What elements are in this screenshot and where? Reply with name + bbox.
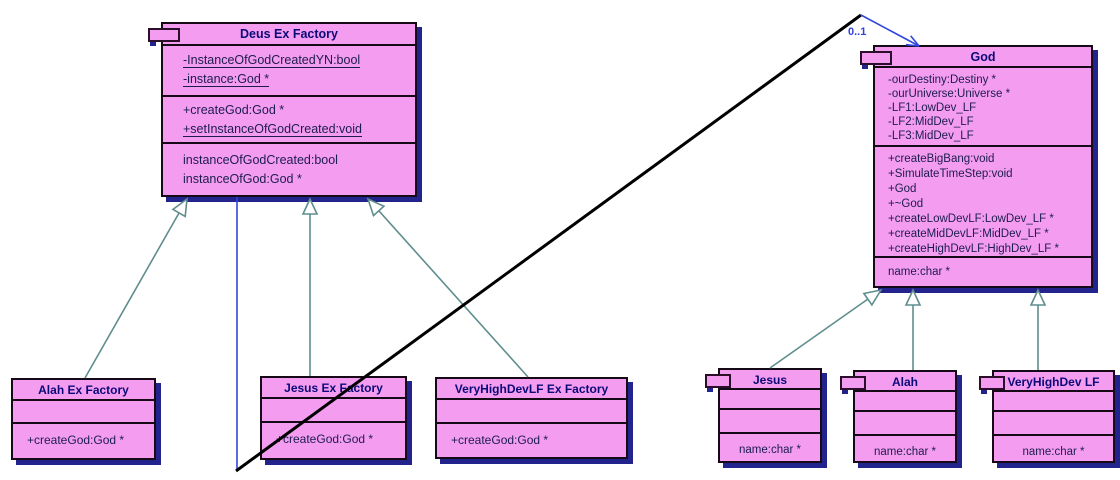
attributes-compartment <box>720 390 820 410</box>
method: +~God <box>888 198 924 210</box>
methods-compartment: +createGod:God * +setInstanceOfGodCreate… <box>163 97 415 144</box>
properties-compartment: name:char * <box>720 434 820 461</box>
generalization-arrowhead <box>366 197 386 218</box>
properties-compartment: name:char * <box>994 436 1113 461</box>
class-icon <box>148 28 180 46</box>
class-jesus[interactable]: Jesus name:char * <box>705 368 822 463</box>
multiplicity-label: 0..1 <box>848 26 867 38</box>
class-title: God <box>875 47 1091 68</box>
method: +setInstanceOfGodCreated:void <box>183 122 362 137</box>
methods-compartment: +createBigBang:void +SimulateTimeStep:vo… <box>875 147 1091 258</box>
properties-compartment: name:char * <box>875 258 1091 286</box>
attributes-compartment <box>262 399 405 423</box>
attribute: -LF2:MidDev_LF <box>888 116 974 128</box>
method: +createMidDevLF:MidDev_LF * <box>888 228 1049 240</box>
property: instanceOfGodCreated:bool <box>183 153 338 167</box>
methods-compartment <box>994 412 1113 436</box>
method: +God <box>888 183 917 195</box>
attributes-compartment <box>994 392 1113 412</box>
class-deus-ex-factory[interactable]: Deus Ex Factory -InstanceOfGodCreatedYN:… <box>148 22 417 197</box>
generalization-jesus-to-god[interactable] <box>769 298 869 369</box>
attributes-compartment <box>437 400 626 424</box>
methods-compartment <box>855 412 955 436</box>
attribute: -instance:God * <box>183 72 270 87</box>
class-icon-nub <box>842 390 848 394</box>
properties-compartment: instanceOfGodCreated:bool instanceOfGod:… <box>163 144 415 193</box>
method: +SimulateTimeStep:void <box>888 168 1013 180</box>
generalization-alah-ex-to-deus[interactable] <box>84 212 180 379</box>
class-title: Jesus Ex Factory <box>262 378 405 399</box>
property: name:char * <box>888 266 951 278</box>
method: +createGod:God * <box>27 433 125 447</box>
association-segment-to-god[interactable] <box>860 14 920 47</box>
class-icon-nub <box>150 42 156 46</box>
property: name:char * <box>1022 446 1085 458</box>
attribute: -LF3:MidDev_LF <box>888 130 974 142</box>
attribute: -ourUniverse:Universe * <box>888 88 1011 100</box>
generalization-arrowhead <box>171 197 188 218</box>
property: instanceOfGod:God * <box>183 172 302 186</box>
class-title: VeryHighDev LF <box>994 372 1113 392</box>
attributes-compartment: -ourDestiny:Destiny * -ourUniverse:Unive… <box>875 68 1091 147</box>
attribute: -LF1:LowDev_LF <box>888 102 977 114</box>
class-jesus-ex-factory[interactable]: Jesus Ex Factory +createGod:God * <box>260 376 407 460</box>
generalization-vhd-ex-to-deus[interactable] <box>378 210 529 378</box>
method: +createGod:God * <box>451 433 549 447</box>
method: +createGod:God * <box>183 103 285 117</box>
class-icon <box>979 376 1005 394</box>
class-icon <box>860 51 892 69</box>
attributes-compartment <box>13 401 154 424</box>
methods-compartment: +createGod:God * <box>13 424 154 458</box>
properties-compartment: name:char * <box>855 436 955 461</box>
class-alah[interactable]: Alah name:char * <box>840 370 957 463</box>
generalization-arrowhead <box>1029 288 1047 306</box>
class-icon-nub <box>981 390 987 394</box>
attributes-compartment: -InstanceOfGodCreatedYN:bool -instance:G… <box>163 46 415 97</box>
attributes-compartment <box>855 392 955 412</box>
class-veryhighdevlf-ex-factory[interactable]: VeryHighDevLF Ex Factory +createGod:God … <box>435 377 628 459</box>
class-icon <box>705 374 731 392</box>
methods-compartment: +createGod:God * <box>437 424 626 457</box>
methods-compartment <box>720 410 820 434</box>
generalization-arrowhead <box>301 197 319 215</box>
class-title: Alah <box>855 372 955 392</box>
method: +createBigBang:void <box>888 153 995 165</box>
property: name:char * <box>738 444 801 456</box>
class-veryhighdev-lf[interactable]: VeryHighDev LF name:char * <box>979 370 1115 463</box>
attribute: -InstanceOfGodCreatedYN:bool <box>183 53 361 68</box>
class-god[interactable]: God -ourDestiny:Destiny * -ourUniverse:U… <box>860 45 1093 288</box>
method: +createLowDevLF:LowDev_LF * <box>888 213 1054 225</box>
method: +createHighDevLF:HighDev_LF * <box>888 243 1059 255</box>
property: name:char * <box>873 446 936 458</box>
method: +createGod:God * <box>276 432 374 446</box>
class-icon-nub <box>707 388 713 392</box>
class-title: Deus Ex Factory <box>163 24 415 46</box>
methods-compartment: +createGod:God * <box>262 423 405 458</box>
class-icon <box>840 376 866 394</box>
class-title: VeryHighDevLF Ex Factory <box>437 379 626 400</box>
class-title: Jesus <box>720 370 820 390</box>
class-title: Alah Ex Factory <box>13 380 154 401</box>
class-alah-ex-factory[interactable]: Alah Ex Factory +createGod:God * <box>11 378 156 460</box>
attribute: -ourDestiny:Destiny * <box>888 74 997 86</box>
generalization-arrowhead <box>904 288 922 306</box>
generalization-arrowhead <box>862 288 883 307</box>
class-icon-nub <box>862 65 868 69</box>
